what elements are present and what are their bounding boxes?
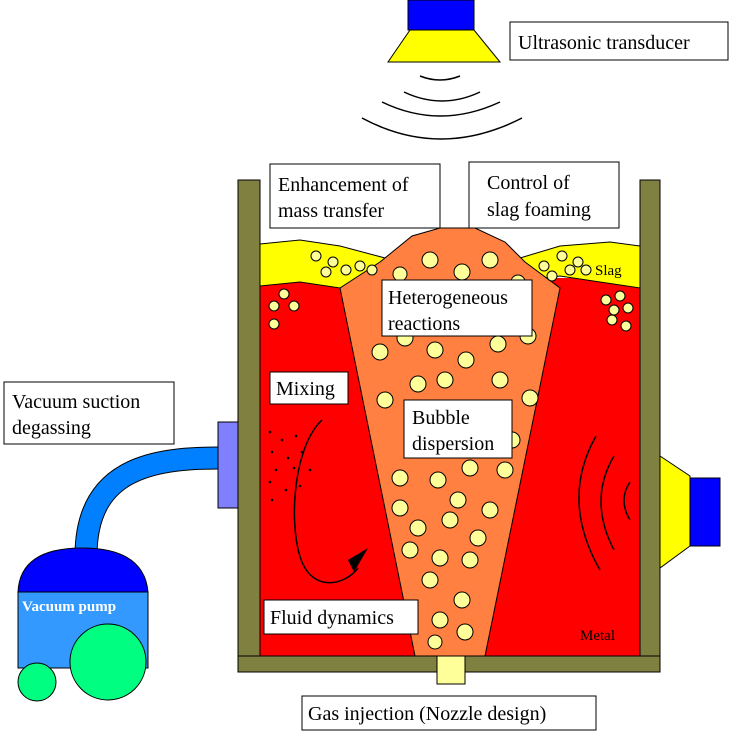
vacuum-suction-label-line1: Vacuum suction [12, 391, 140, 413]
slag-foaming-label-line2: slag foaming [487, 199, 591, 221]
ultrasonic-transducer-icon [387, 0, 502, 63]
pump-wheel-large [69, 623, 147, 701]
mass-transfer-box [269, 163, 441, 229]
mass-transfer-label-line1: Enhancement of [278, 174, 409, 196]
side-sound-waves [578, 435, 631, 571]
suction-pipe [74, 421, 239, 557]
ultrasonic-transducer-icon [659, 455, 721, 569]
slag-foaming-box [468, 161, 620, 229]
fluid-dynamics-label: Fluid dynamics [270, 607, 394, 629]
mass-transfer-label-line2: mass transfer [278, 200, 384, 222]
gas-nozzle [436, 655, 466, 685]
vacuum-suction-box [3, 381, 175, 445]
mixing-box [269, 371, 349, 405]
ultrasonic-transducer-box [509, 21, 729, 61]
heterogeneous-label-line2: reactions [388, 313, 460, 335]
suction-port [217, 421, 239, 509]
circular-arrow-icon [293, 419, 368, 584]
degassing-dots [268, 430, 312, 502]
top-sound-waves [361, 75, 523, 140]
pump-wheel-small [17, 662, 57, 702]
ultrasonic-transducer-label: Ultrasonic transducer [518, 32, 690, 54]
vacuum-suction-label-line2: degassing [12, 417, 91, 439]
vacuum-pump-icon [17, 547, 149, 702]
plume-bubbles [371, 251, 539, 650]
gas-injection-box [301, 695, 597, 731]
heterogeneous-reactions-box [381, 279, 533, 337]
slag-label: Slag [595, 263, 622, 279]
metal-bubbles [268, 288, 634, 332]
mixing-label: Mixing [276, 378, 335, 400]
heterogeneous-label-line1: Heterogeneous [388, 287, 508, 309]
slag-foaming-label-line1: Control of [487, 172, 570, 194]
bubble-label-line1: Bubble [412, 407, 470, 429]
gas-injection-label: Gas injection (Nozzle design) [308, 703, 546, 725]
bubble-dispersion-box [403, 399, 513, 459]
metal-label: Metal [580, 628, 615, 644]
fluid-dynamics-box [263, 599, 419, 635]
bubble-label-line2: dispersion [412, 433, 494, 455]
vessel-left-wall [237, 179, 261, 673]
vessel-right-wall [639, 179, 661, 673]
slag-bubbles [310, 250, 592, 282]
vacuum-pump-label: Vacuum pump [22, 599, 116, 615]
